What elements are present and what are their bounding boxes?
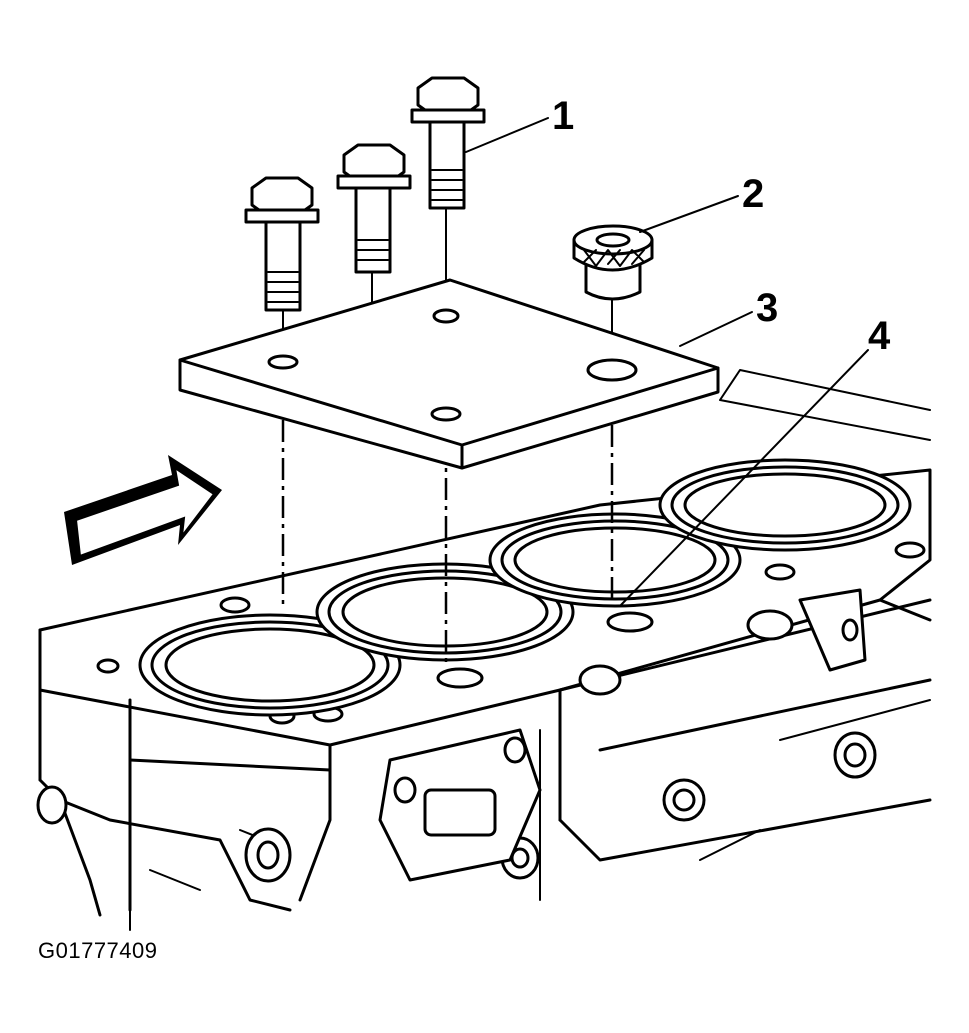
leader-lines [465, 117, 869, 607]
callout-3: 3 [756, 286, 779, 330]
callout-2: 2 [742, 172, 765, 216]
bolt [244, 176, 320, 312]
fixture-plate [178, 278, 720, 470]
callout-1: 1 [552, 94, 575, 138]
cylinder-bores [138, 458, 912, 717]
direction-arrow [64, 455, 222, 565]
nut [572, 224, 654, 301]
callout-4: 4 [868, 314, 891, 358]
bolt [410, 76, 486, 210]
block-lower-lines [129, 699, 931, 931]
figure-id: G01777409 [38, 938, 158, 963]
bolt [336, 143, 412, 274]
